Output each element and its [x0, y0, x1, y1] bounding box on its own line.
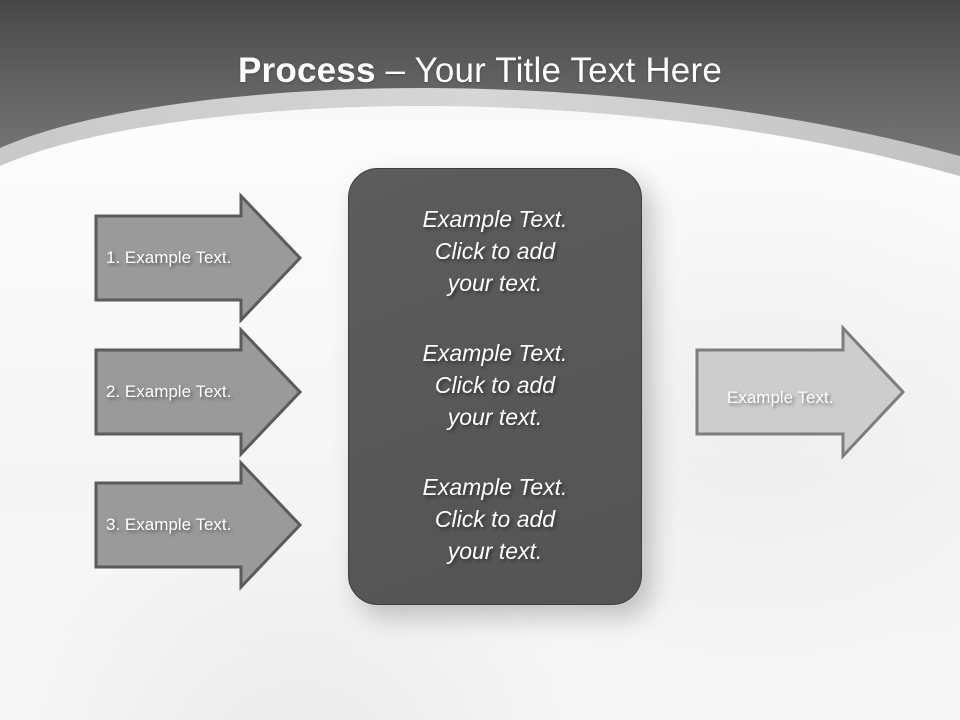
input-arrow-3[interactable]: 3. Example Text. [92, 459, 304, 591]
input-arrow-1[interactable]: 1. Example Text. [92, 192, 304, 324]
panel-text-block-1[interactable]: Example Text. Click to add your text. [422, 206, 568, 296]
panel-text-block-3[interactable]: Example Text. Click to add your text. [422, 474, 568, 564]
panel-text-block-2[interactable]: Example Text. Click to add your text. [422, 340, 568, 430]
arrow-right-icon [94, 459, 303, 591]
page-title-rest: – Your Title Text Here [375, 51, 722, 90]
input-arrow-2[interactable]: 2. Example Text. [92, 326, 304, 458]
page-title-strong: Process [238, 51, 376, 90]
center-content-panel[interactable]: Example Text. Click to add your text. Ex… [348, 168, 642, 605]
output-arrow[interactable]: Example Text. [693, 324, 907, 460]
header-shape [0, 0, 960, 176]
arrow-right-icon [94, 326, 303, 458]
header-fill [0, 0, 960, 156]
arrow-right-icon [695, 324, 906, 460]
slide-header: Process – Your Title Text Here [0, 0, 960, 200]
page-title: Process – Your Title Text Here [0, 48, 960, 94]
arrow-right-icon [94, 192, 303, 324]
